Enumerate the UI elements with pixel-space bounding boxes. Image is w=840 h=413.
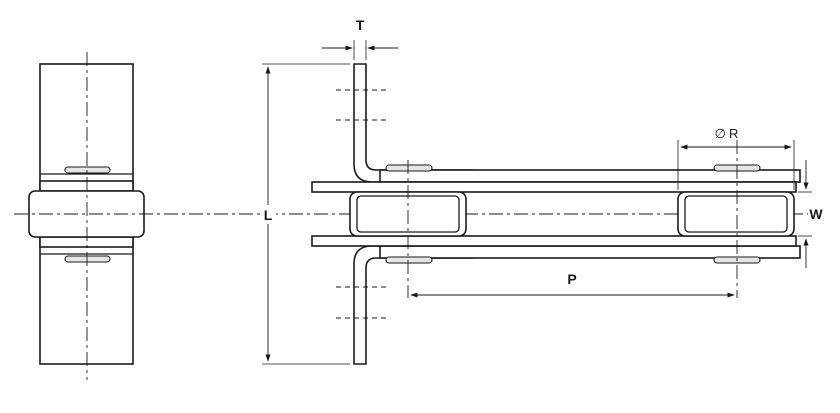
attachment-bent-upper <box>353 63 473 183</box>
w-label: W <box>809 206 823 222</box>
inner-link-plate-top <box>311 181 797 193</box>
front-view <box>311 63 801 365</box>
t-label: T <box>356 17 365 33</box>
p-label: P <box>567 271 576 287</box>
inner-link-plate-bottom <box>311 235 797 247</box>
l-label-bg <box>260 205 276 223</box>
l-label: L <box>264 207 273 223</box>
roller-right-bushing <box>684 195 788 233</box>
dimension-l: L <box>260 63 350 365</box>
attachment-bent-lower <box>353 245 473 365</box>
side-link-plate-bottom <box>39 236 134 248</box>
dimension-p: P <box>410 271 735 298</box>
pin-head-left-bottom <box>385 256 433 264</box>
side-pin-head-bottom <box>64 255 111 263</box>
dimension-r: ∅ R <box>677 126 795 190</box>
dimension-w: W <box>798 160 823 268</box>
r-label: R <box>729 126 738 141</box>
side-link-plate-top <box>39 180 134 192</box>
diameter-symbol: ∅ <box>715 126 726 141</box>
dimension-t: T <box>322 17 398 60</box>
side-view <box>28 52 145 380</box>
side-pin-head-top <box>64 166 111 174</box>
pin-head-left-top <box>385 164 433 172</box>
